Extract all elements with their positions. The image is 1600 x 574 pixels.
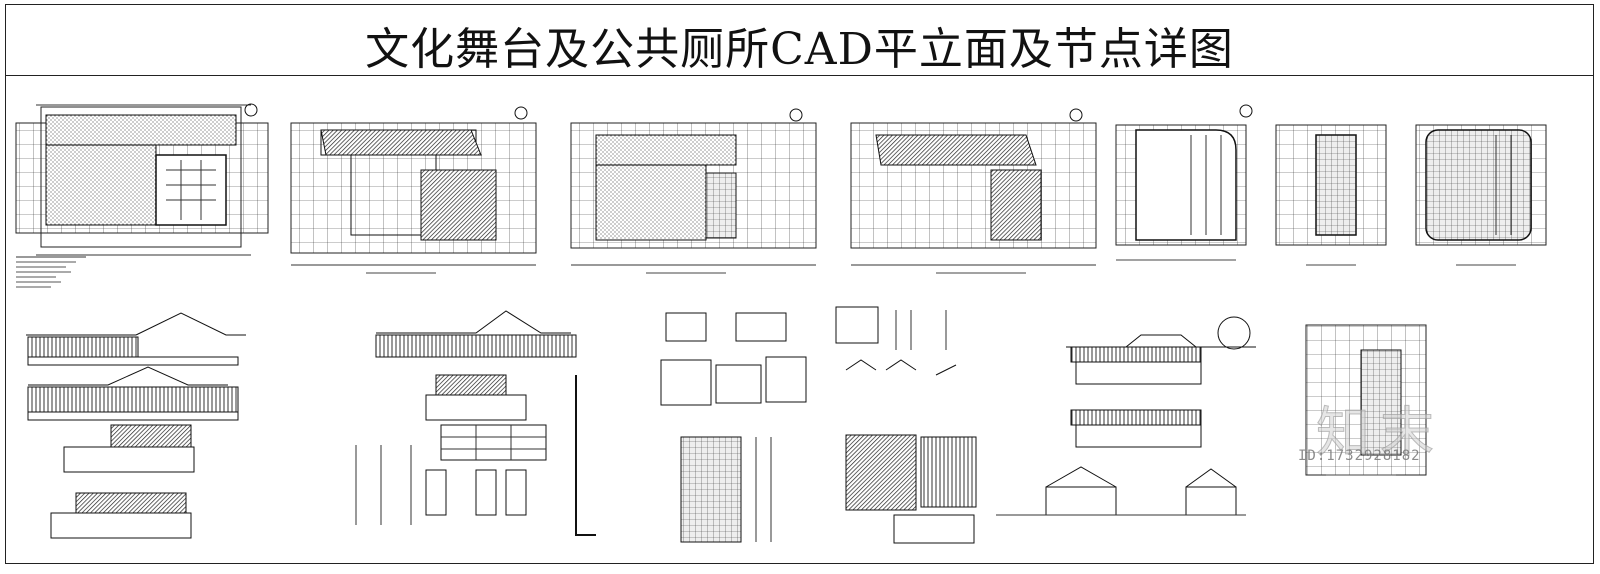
elevations-2 — [355, 310, 596, 536]
node-details-2 — [835, 306, 977, 544]
stage-elevations — [996, 316, 1256, 516]
title-band: 文化舞台及公共厕所CAD平立面及节点详图 — [6, 5, 1593, 76]
drawing-sheet — [15, 103, 1547, 544]
toilet-plan-3 — [1415, 124, 1547, 266]
floor-plan-2 — [570, 108, 817, 274]
node-details-1 — [660, 312, 807, 543]
toilet-elevation-small — [1305, 324, 1427, 476]
roof-plan-1 — [290, 106, 537, 274]
page-title: 文化舞台及公共厕所CAD平立面及节点详图 — [365, 24, 1234, 75]
roof-plan-2 — [850, 108, 1097, 274]
toilet-plan-2 — [1275, 124, 1387, 266]
drawing-frame: 文化舞台及公共厕所CAD平立面及节点详图 — [5, 4, 1594, 564]
toilet-plan-1 — [1115, 104, 1253, 261]
elevations-1 — [26, 312, 246, 539]
floor-plan-1 — [15, 103, 269, 288]
